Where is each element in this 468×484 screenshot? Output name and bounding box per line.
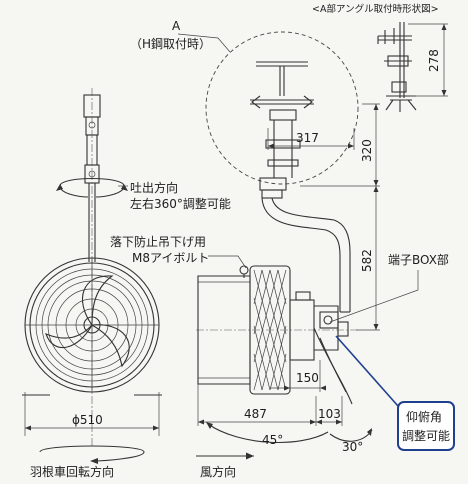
dim-150: 150 — [296, 371, 319, 385]
tilt-line1: 仰俯角 — [406, 409, 442, 424]
discharge-direction-line2: 左右360°調整可能 — [130, 196, 231, 211]
tilt-line2: 調整可能 — [402, 428, 450, 443]
front-view: ϕ510 羽根車回転方向 — [22, 88, 162, 479]
discharge-direction-line1: 吐出方向 — [130, 180, 178, 195]
side-view: 317 320 582 — [196, 31, 449, 479]
dim-103: 103 — [318, 407, 341, 421]
angle-45: 45° — [262, 433, 283, 447]
dim-487: 487 — [244, 407, 267, 421]
inset-angle-mount: <A部アングル取付時形状図> 278 — [312, 3, 448, 112]
terminal-box-label: 端子BOX部 — [388, 252, 449, 267]
angle-30: 30° — [342, 440, 363, 454]
wind-direction: 風方向 — [200, 464, 236, 479]
eyebolt-line2: M8アイボルト — [132, 251, 209, 265]
dim-317: 317 — [296, 131, 319, 145]
eyebolt-line1: 落下防止吊下げ用 — [110, 234, 206, 249]
dim-320: 320 — [360, 139, 374, 162]
a-sub-label: （H鋼取付時） — [130, 37, 211, 51]
tilt-callout-box — [397, 401, 455, 451]
dim-582: 582 — [360, 249, 374, 272]
dim-278: 278 — [427, 49, 441, 72]
dim-510: ϕ510 — [72, 413, 103, 427]
inset-title: <A部アングル取付時形状図> — [312, 3, 439, 15]
a-label: A — [172, 19, 181, 33]
rotation-direction: 羽根車回転方向 — [30, 464, 114, 479]
